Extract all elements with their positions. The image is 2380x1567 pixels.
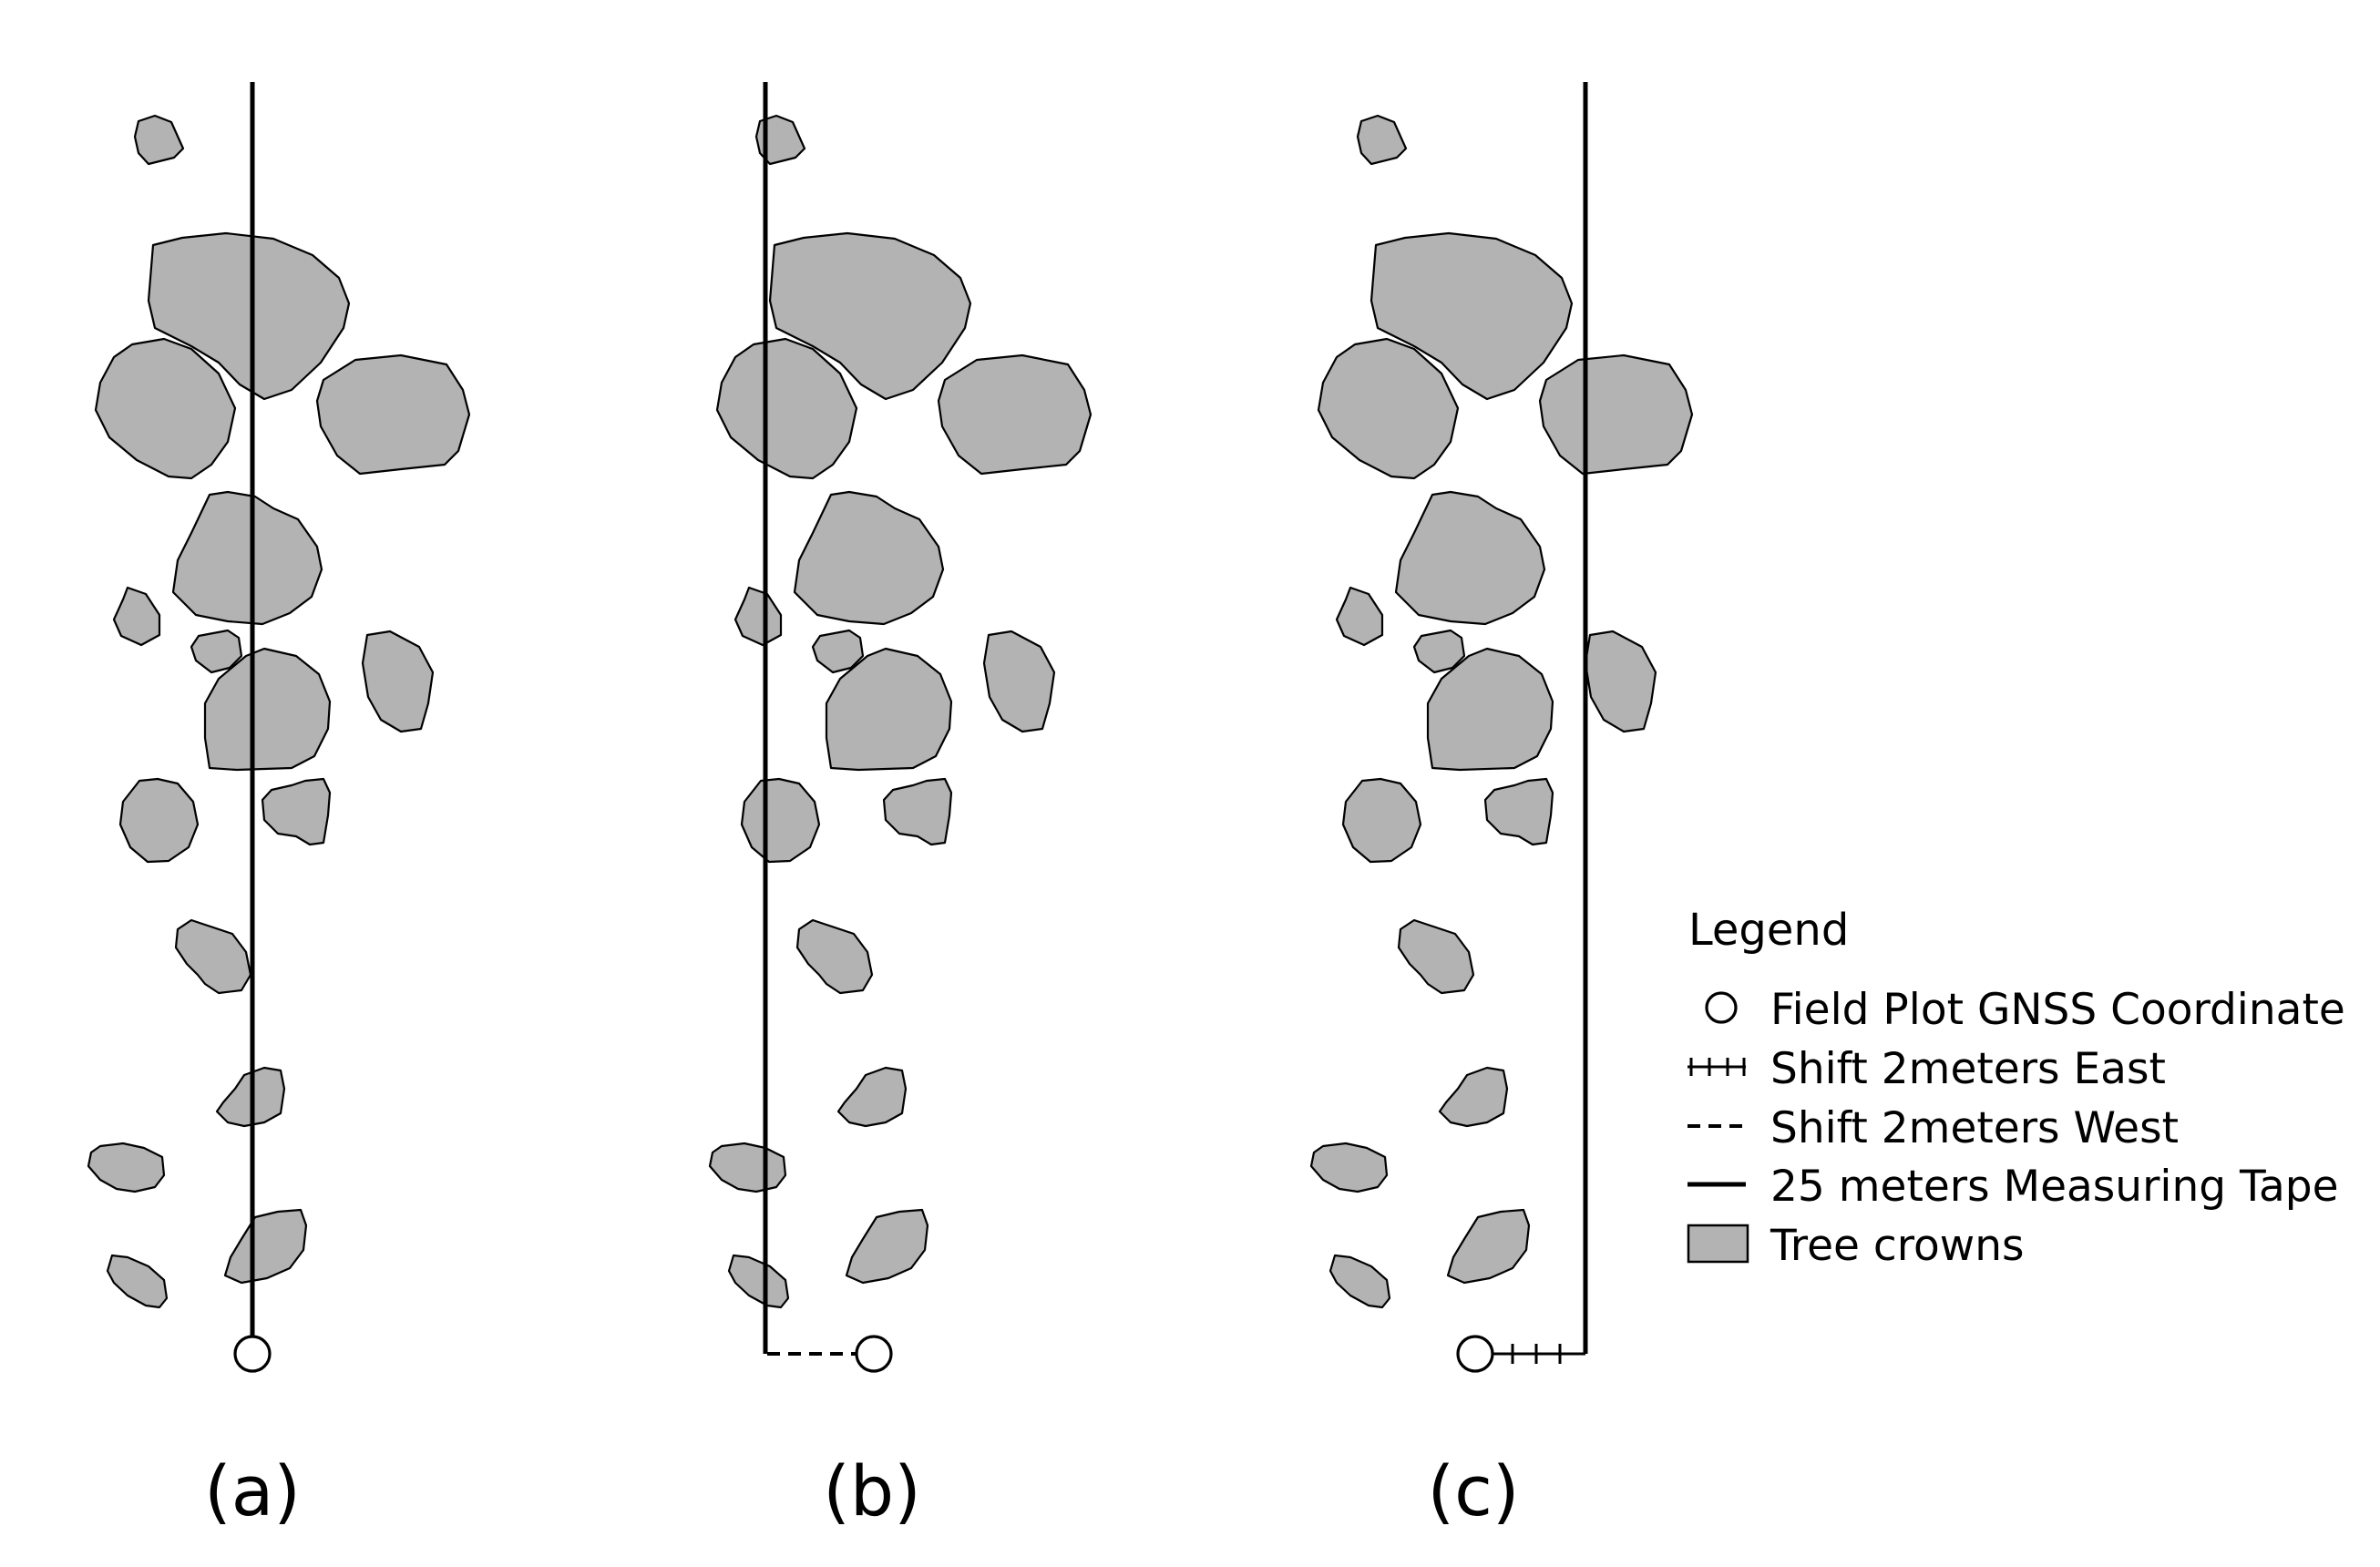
legend-tree-crown-swatch	[1687, 1224, 1749, 1264]
panel-label-c: (c)	[1427, 1450, 1519, 1531]
legend-item-shift-west: Shift 2meters West	[1770, 1103, 2179, 1153]
gnss-coordinate-c	[1456, 1335, 1494, 1373]
legend-item-gnss: Field Plot GNSS Coordinate	[1770, 985, 2345, 1035]
panel-label-b: (b)	[823, 1450, 921, 1531]
panel-b: (b)	[708, 82, 1093, 1531]
tree-crowns-c	[1309, 114, 1694, 1309]
gnss-coordinate-b	[855, 1335, 893, 1373]
panel-c: (c)	[1309, 82, 1694, 1531]
legend: Legend Field Plot GNSS Coordinate Shift …	[1687, 905, 2345, 1271]
tree-crowns-a	[87, 114, 471, 1309]
gnss-coordinate-a	[233, 1335, 272, 1373]
legend-item-tape: 25 meters Measuring Tape	[1770, 1162, 2339, 1212]
panel-label-a: (a)	[204, 1450, 301, 1531]
legend-title: Legend	[1688, 905, 1849, 956]
legend-item-shift-east: Shift 2meters East	[1770, 1044, 2166, 1094]
panel-a: (a)	[87, 82, 471, 1531]
legend-item-tree-crowns: Tree crowns	[1770, 1221, 2024, 1271]
legend-circle-icon	[1705, 991, 1738, 1024]
